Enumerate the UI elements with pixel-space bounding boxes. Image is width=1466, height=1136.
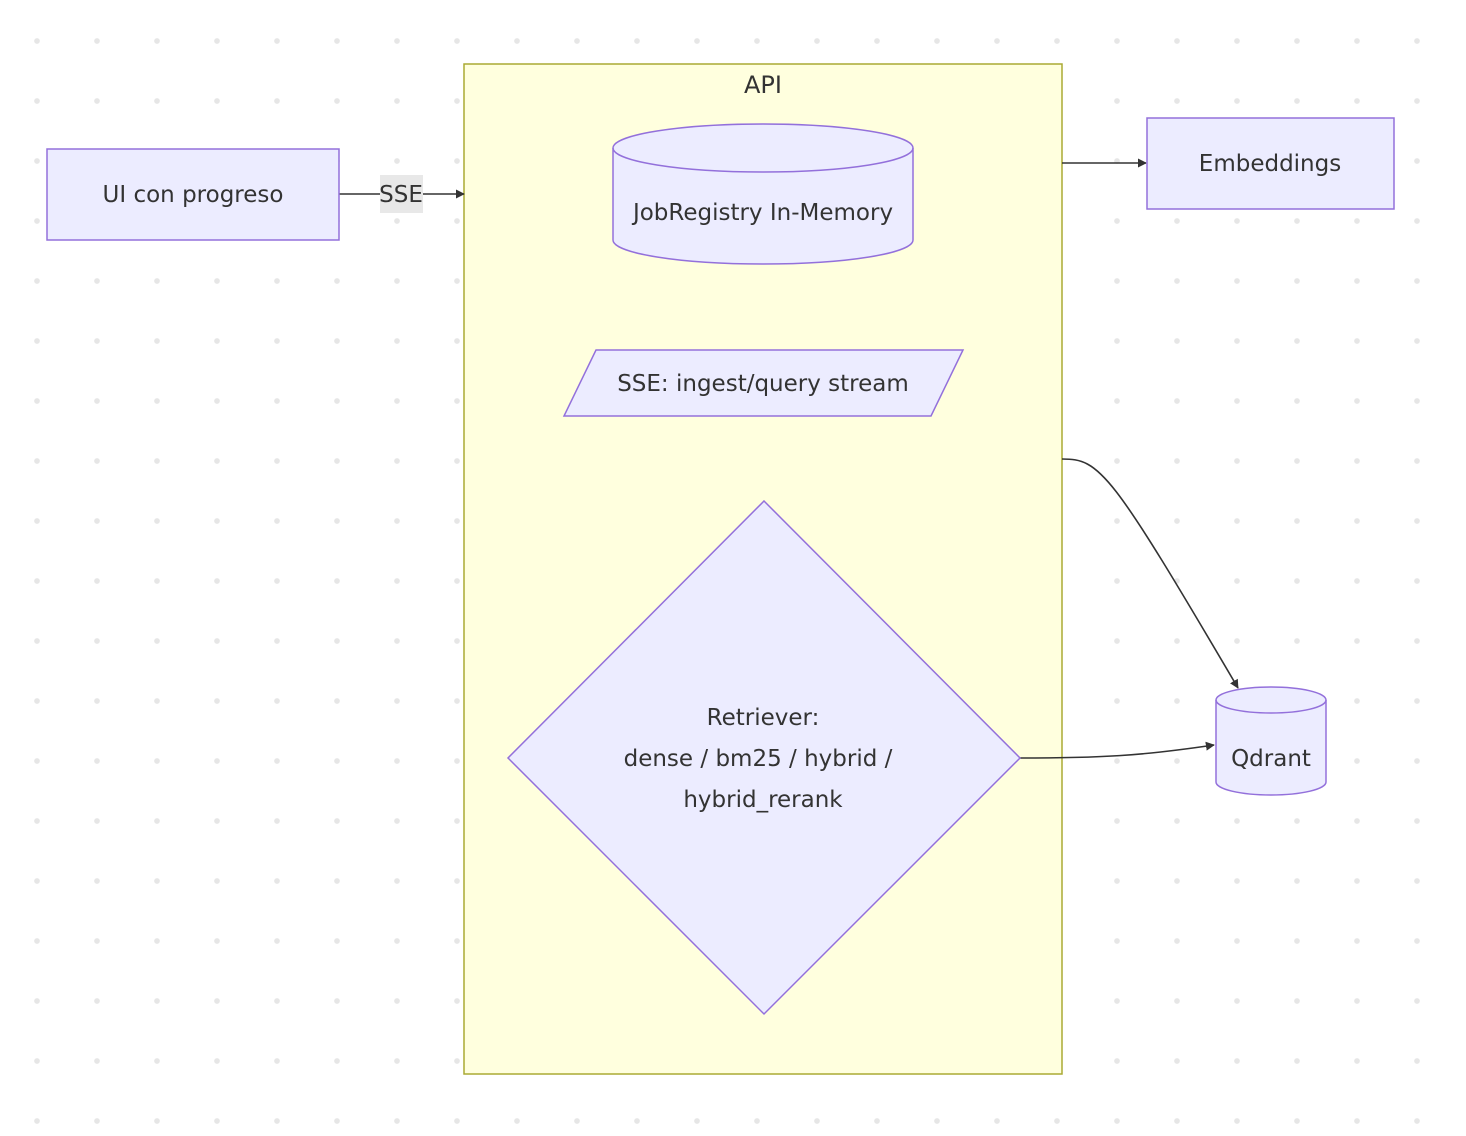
database-cylinder-icon (1215, 686, 1327, 796)
node-retriever-line3: hybrid_rerank (683, 787, 843, 813)
edge-label-sse: SSE (379, 175, 423, 213)
node-jobregistry[interactable]: JobRegistry In-Memory (612, 123, 914, 265)
node-embeddings-box (1146, 117, 1395, 210)
node-retriever-line1: Retriever: (707, 705, 820, 731)
database-cylinder-rim (612, 147, 914, 173)
node-qdrant[interactable]: Qdrant (1215, 686, 1327, 796)
edge-label-background (380, 175, 423, 213)
edge-api-to-qdrant (1061, 458, 1239, 689)
node-ui-label: UI con progreso (103, 182, 284, 208)
node-embeddings-label: Embeddings (1199, 151, 1341, 177)
edge-label-text: SSE (379, 182, 423, 208)
node-sse-stream[interactable]: SSE: ingest/query stream (562, 349, 965, 417)
node-retriever-line2: dense / bm25 / hybrid / (624, 746, 893, 772)
node-ui-con-progreso[interactable]: UI con progreso (46, 148, 340, 241)
edge-retriever-to-qdrant (1019, 741, 1215, 759)
node-embeddings[interactable]: Embeddings (1146, 117, 1395, 210)
node-retriever[interactable]: Retriever: dense / bm25 / hybrid / hybri… (506, 499, 1022, 1016)
database-cylinder-icon (612, 123, 914, 265)
node-retriever-shape (506, 499, 1022, 1016)
node-sse-stream-shape (562, 349, 965, 417)
node-ui-box (46, 148, 340, 241)
node-sse-stream-label: SSE: ingest/query stream (617, 371, 909, 397)
api-cluster-label: API (744, 71, 782, 99)
node-jobregistry-label: JobRegistry In-Memory (631, 200, 893, 226)
node-qdrant-label: Qdrant (1231, 746, 1311, 772)
database-cylinder-rim (1215, 699, 1327, 714)
